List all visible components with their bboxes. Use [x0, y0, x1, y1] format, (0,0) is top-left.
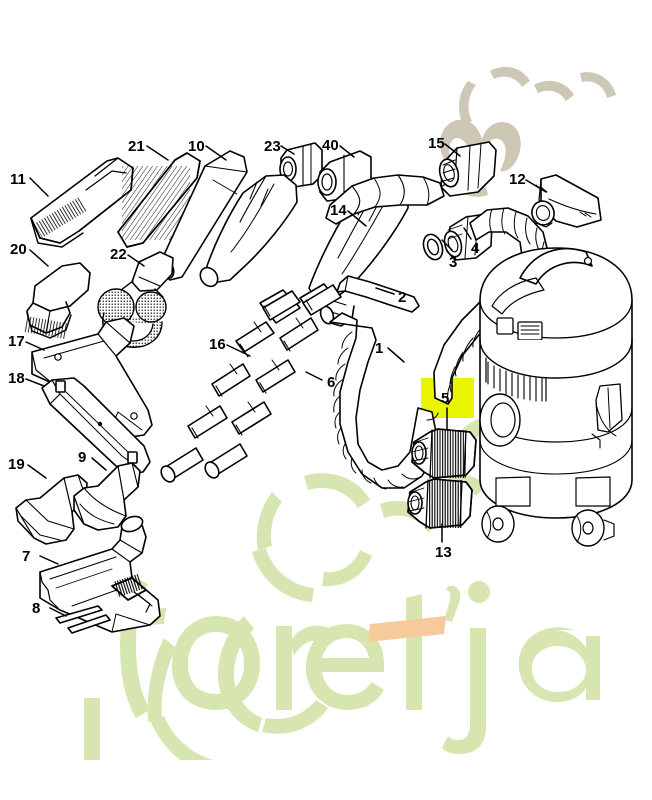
part-15-coupling-nut: [438, 141, 497, 197]
callout-19[interactable]: 19: [8, 456, 25, 473]
callout-17[interactable]: 17: [8, 333, 25, 350]
callout-9[interactable]: 9: [78, 449, 87, 466]
callout-2[interactable]: 2: [398, 289, 407, 306]
callout-5[interactable]: 5: [441, 390, 450, 407]
part-14-bent-hose-upper: [199, 174, 298, 288]
part-20-dusting-brush: [23, 262, 91, 340]
leader-lines: [25, 143, 547, 617]
callout-12[interactable]: 12: [509, 171, 526, 188]
callout-23[interactable]: 23: [264, 138, 281, 155]
part-18-floor-nozzle-insert: [41, 377, 151, 475]
part-12-hose-holder-bracket: [531, 174, 602, 228]
suction-hose-top: [325, 174, 445, 225]
part-13-hose-coupling: [407, 478, 473, 529]
part-21-ribbed-nozzle: [117, 152, 201, 248]
part-3-sealing-ring: [419, 230, 447, 264]
part-1-flexible-hose: [329, 312, 441, 490]
callout-40[interactable]: 40: [322, 137, 339, 154]
callout-16[interactable]: 16: [209, 336, 226, 353]
part-5-hose-coupling: [411, 428, 477, 479]
callout-22[interactable]: 22: [110, 246, 127, 263]
part-7-combination-floor-nozzle: [39, 515, 161, 633]
part-8-nozzle-strips: [55, 605, 111, 634]
vacuum-cleaner-body: [479, 247, 633, 547]
part-9-wet-nozzle: [73, 462, 141, 531]
part-16-extension-tubes: [160, 289, 301, 483]
callout-6[interactable]: 6: [327, 374, 336, 391]
callout-11[interactable]: 11: [10, 171, 26, 188]
callout-4[interactable]: 4: [471, 240, 480, 257]
callout-15[interactable]: 15: [428, 135, 445, 152]
callout-10[interactable]: 10: [188, 138, 205, 155]
callout-21[interactable]: 21: [128, 138, 145, 155]
part-23-adapter-sleeve-short: [279, 142, 323, 189]
callout-1[interactable]: 1: [375, 340, 384, 357]
callout-3[interactable]: 3: [449, 254, 458, 271]
callout-20[interactable]: 20: [10, 241, 27, 258]
callout-8[interactable]: 8: [32, 600, 41, 617]
callout-14[interactable]: 14: [330, 202, 347, 219]
callout-7[interactable]: 7: [22, 548, 31, 565]
callout-13[interactable]: 13: [435, 544, 452, 561]
callout-18[interactable]: 18: [8, 370, 25, 387]
part-6-extension-tubes: [204, 283, 342, 479]
part-11-upholstery-brush: [30, 157, 134, 248]
